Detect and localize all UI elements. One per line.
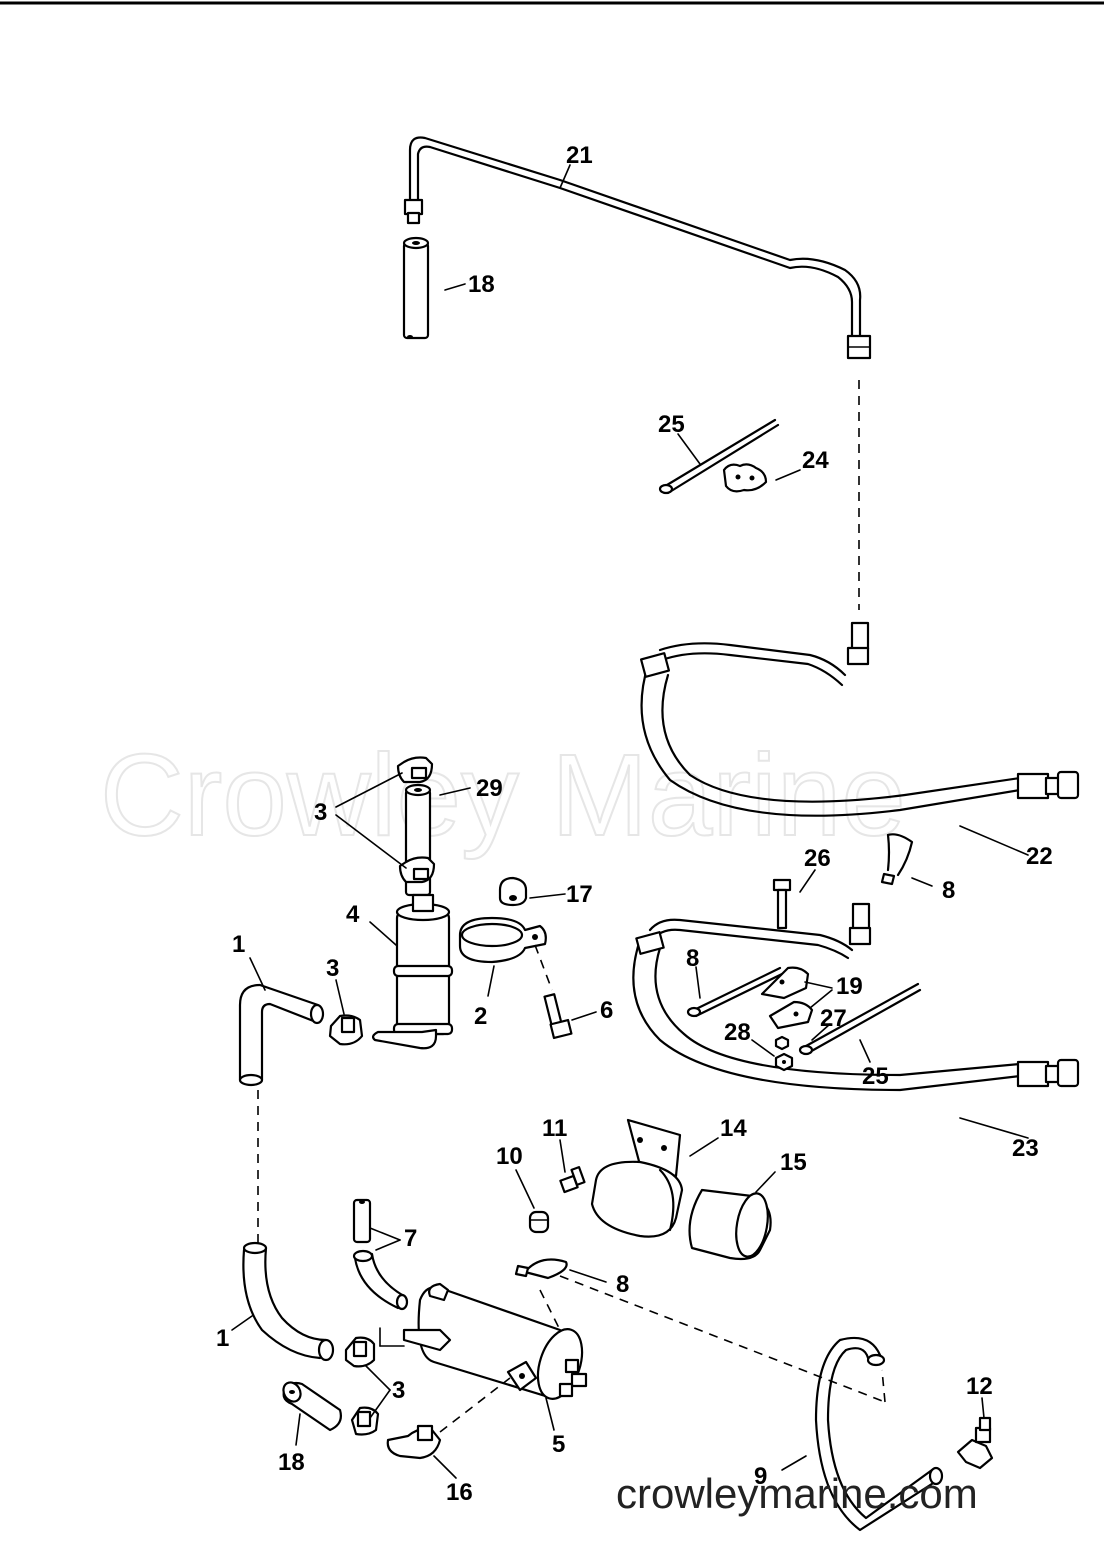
- leader-lines: [231, 164, 1029, 1479]
- callout-18-upper: 18: [468, 271, 495, 298]
- callout-21: 21: [566, 142, 593, 169]
- part-28-nut: [774, 1035, 794, 1072]
- part-8-clamp-lower: [514, 1258, 568, 1280]
- callout-10: 10: [496, 1143, 523, 1170]
- part-2-bracket: [458, 916, 547, 964]
- part-1-hose-lower: [242, 1241, 335, 1362]
- part-7-hose: [352, 1198, 409, 1311]
- callout-25-upper: 25: [658, 411, 685, 438]
- callout-3-lower: 3: [392, 1377, 405, 1404]
- callout-3-middle: 3: [326, 955, 339, 982]
- part-3-clamp-bottom-lower: [350, 1406, 380, 1436]
- part-1-elbow-upper: [238, 983, 325, 1087]
- callout-25-lower: 25: [862, 1063, 889, 1090]
- callout-24: 24: [802, 447, 829, 474]
- callout-6: 6: [600, 997, 613, 1024]
- part-25-cable-tie-upper: [658, 418, 780, 495]
- callout-26: 26: [804, 845, 831, 872]
- callout-12: 12: [966, 1373, 993, 1400]
- callout-9: 9: [754, 1463, 767, 1490]
- callout-28: 28: [724, 1019, 751, 1046]
- callout-3-leaders: [335, 772, 407, 869]
- callout-16: 16: [446, 1479, 473, 1506]
- part-5-filter-assembly: [379, 1282, 588, 1400]
- callout-14: 14: [720, 1115, 747, 1142]
- callout-23: 23: [1012, 1135, 1039, 1162]
- part-3-clamp-middle: [328, 1014, 364, 1046]
- part-8-clamp-upper: [880, 833, 914, 886]
- part-26-screw: [772, 878, 792, 930]
- callout-29: 29: [476, 775, 503, 802]
- part-23-hose-assembly: [632, 902, 1080, 1092]
- part-22-hose-assembly: [639, 621, 1080, 817]
- part-27-cable-tie: [798, 982, 922, 1056]
- footer-url: crowleymarine.com: [616, 1470, 978, 1517]
- part-16-elbow-fitting: [386, 1424, 442, 1460]
- callout-19: 19: [836, 973, 863, 1000]
- part-19-clip: [760, 966, 814, 1030]
- callout-7: 7: [404, 1225, 417, 1252]
- part-4-filter-canister: [371, 893, 454, 1050]
- callout-5: 5: [552, 1431, 565, 1458]
- callout-15: 15: [780, 1149, 807, 1176]
- callout-8-middle: 8: [686, 945, 699, 972]
- watermark: Crowley Marine: [100, 730, 906, 860]
- part-15-sleeve: [688, 1188, 772, 1261]
- callout-18-lower: 18: [278, 1449, 305, 1476]
- part-8-cable-tie-middle: [686, 966, 784, 1018]
- callout-2: 2: [474, 1003, 487, 1030]
- callout-3-upper: 3: [314, 799, 327, 826]
- part-11-screw: [559, 1166, 586, 1194]
- part-14-bracket-band: [590, 1118, 684, 1238]
- part-21-fuel-line: [403, 136, 872, 360]
- part-18-sleeve-lower: [282, 1381, 342, 1432]
- part-10-cap: [528, 1210, 550, 1234]
- part-12-fitting: [956, 1416, 994, 1470]
- callout-1-upper: 1: [232, 931, 245, 958]
- callout-8-upper: 8: [942, 877, 955, 904]
- connector-dash-9: [539, 1275, 886, 1403]
- callout-17: 17: [566, 881, 593, 908]
- callout-22: 22: [1026, 843, 1053, 870]
- part-3-clamp-lower: [398, 856, 436, 884]
- callout-8-lower: 8: [616, 1271, 629, 1298]
- part-17-spacer: [498, 876, 528, 907]
- callout-1-lower: 1: [216, 1325, 229, 1352]
- part-6-bolt: [534, 944, 573, 1040]
- part-3-clamp-bottom-upper: [344, 1336, 376, 1368]
- callout-11: 11: [542, 1115, 567, 1142]
- callout-27: 27: [820, 1005, 847, 1032]
- part-18-sleeve-upper: [402, 236, 430, 340]
- connector-dash-16: [439, 1377, 511, 1433]
- callouts: 21 18 25 24 3 29 22 26 8 17 4 1 3 2 6 8 …: [216, 142, 1053, 1506]
- callout-4: 4: [346, 901, 360, 928]
- part-9-hose: [814, 1336, 944, 1532]
- part-24-grommet: [722, 463, 768, 493]
- part-3-clamp-upper: [396, 756, 434, 784]
